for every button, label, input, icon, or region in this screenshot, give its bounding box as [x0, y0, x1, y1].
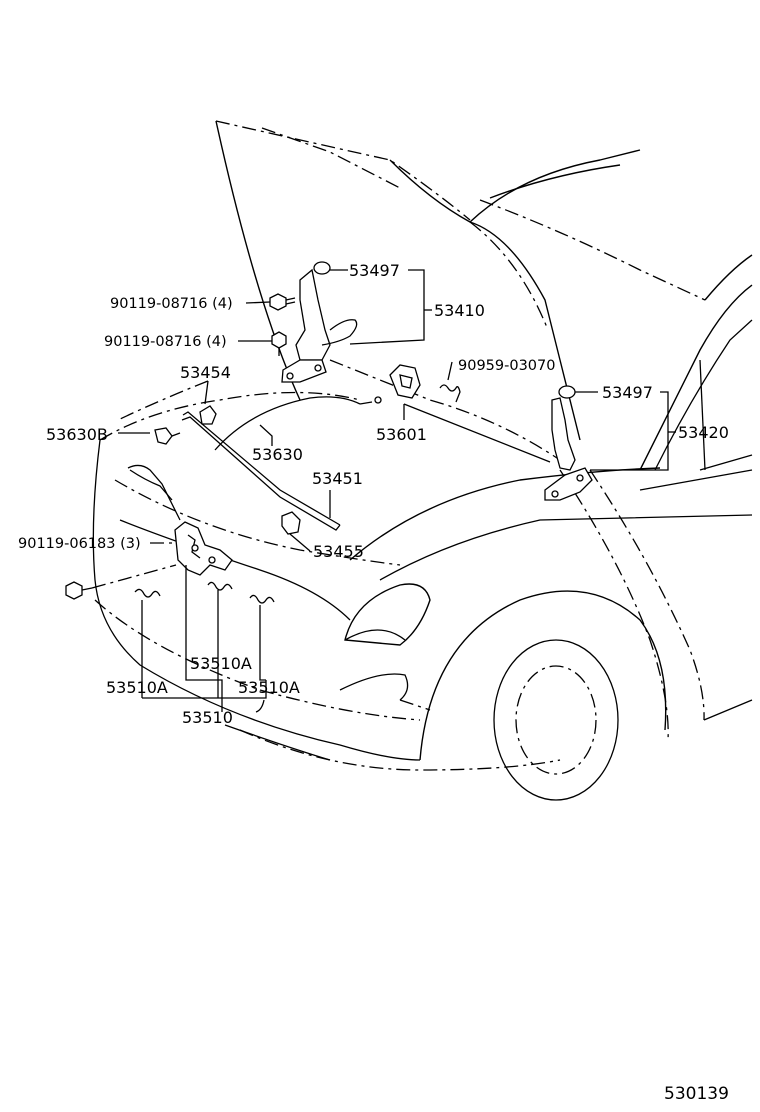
label-53630b: 53630B [46, 425, 108, 444]
label-90119-08716-b: 90119-08716 (4) [104, 334, 227, 350]
cushion-53454 [199, 405, 217, 425]
label-53410: 53410 [434, 301, 485, 320]
label-90959-03070: 90959-03070 [458, 358, 556, 374]
spring-03070 [439, 384, 461, 403]
label-53497-right: 53497 [602, 383, 653, 402]
label-90119-06183: 90119-06183 (3) [18, 536, 141, 552]
bolt-08716-b [271, 331, 287, 356]
hood-hinge-right [544, 397, 593, 501]
leader-lines [91, 269, 676, 713]
hinge-cushion-top [313, 261, 331, 275]
hood-hinge-left [281, 268, 358, 383]
label-53510a-right: 53510A [238, 678, 300, 697]
bolt-08716-a [269, 293, 296, 311]
car-body-outline [92, 120, 753, 801]
cable-clamp-53630b [154, 427, 181, 445]
label-53497-top: 53497 [349, 261, 400, 280]
hinge-cushion-right [558, 385, 576, 399]
label-53510a-center: 53510A [190, 654, 252, 673]
diagram-id: 530139 [664, 1084, 729, 1104]
springs-53510a [134, 581, 275, 604]
label-90119-08716-a: 90119-08716 (4) [110, 296, 233, 312]
hood-support-bracket [389, 364, 421, 399]
rod-clamp-53455 [281, 511, 301, 535]
bolt-06183 [65, 581, 93, 600]
label-53510: 53510 [182, 708, 233, 727]
label-53601: 53601 [376, 425, 427, 444]
label-53630: 53630 [252, 445, 303, 464]
lock-control-rod-53451 [181, 411, 341, 531]
label-53420: 53420 [678, 423, 729, 442]
label-53455: 53455 [313, 542, 364, 561]
label-53510a-left: 53510A [106, 678, 168, 697]
label-53451: 53451 [312, 469, 363, 488]
label-53454: 53454 [180, 363, 231, 382]
release-cable-53630 [127, 396, 382, 521]
